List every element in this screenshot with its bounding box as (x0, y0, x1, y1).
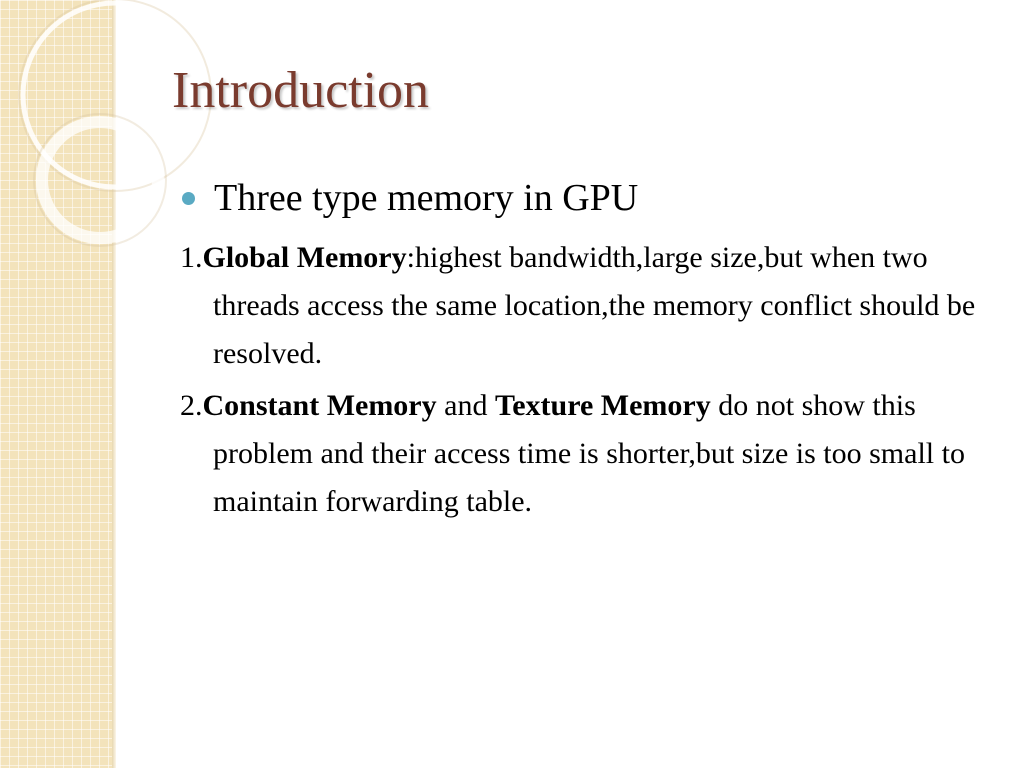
bullet-text: Three type memory in GPU (214, 177, 639, 219)
item-text: :highest bandwidth,large size,but when t… (213, 241, 976, 370)
bullet-item: Three type memory in GPU (180, 172, 1010, 224)
slide-content: Three type memory in GPU 1.Global Memory… (180, 172, 1010, 530)
slide-title: Introduction (172, 62, 430, 119)
term-global-memory: Global Memory (202, 241, 407, 274)
numbered-item-1: 1.Global Memory:highest bandwidth,large … (180, 234, 1010, 378)
small-ring (36, 116, 164, 244)
item-number: 2. (180, 389, 203, 422)
decorative-rings (18, 0, 212, 247)
item-text: do not show this problem and their acces… (213, 389, 965, 518)
item-text-connector: and (436, 389, 495, 422)
numbered-item-2: 2.Constant Memory and Texture Memory do … (180, 382, 1010, 526)
term-texture-memory: Texture Memory (494, 389, 711, 422)
term-constant-memory: Constant Memory (202, 389, 437, 422)
item-number: 1. (180, 241, 203, 274)
side-strip-edge (112, 0, 116, 768)
bullet-dot-icon (182, 192, 195, 205)
large-ring (20, 0, 210, 190)
small-ring-shadow (33, 113, 167, 247)
large-ring-shadow (18, 0, 212, 192)
